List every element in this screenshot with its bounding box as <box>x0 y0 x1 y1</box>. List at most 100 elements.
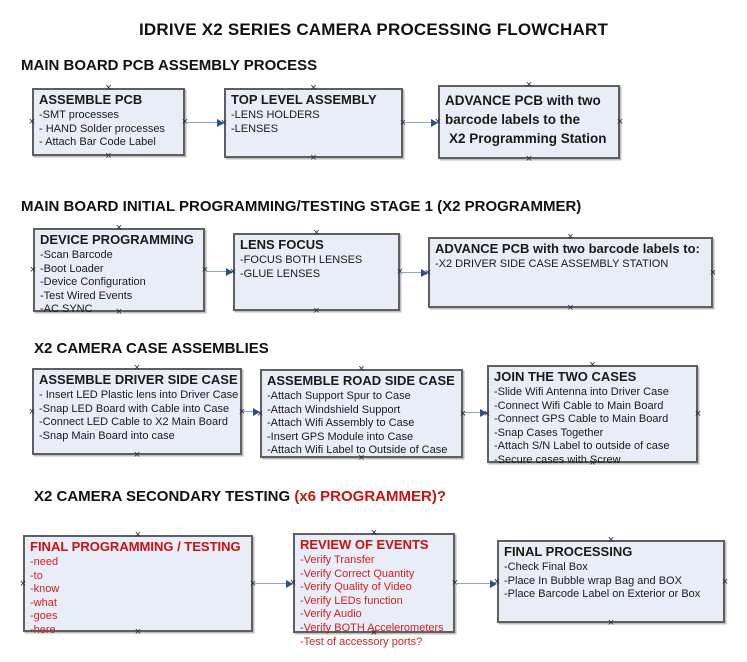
flow-box-review-of-events: REVIEW OF EVENTS -Verify Transfer-Verify… <box>293 533 455 648</box>
connection-point-top <box>134 531 142 539</box>
box-item: -Attach Windshield Support <box>267 403 401 416</box>
box-item: -Attach Support Spur to Case <box>267 390 411 402</box>
box-item: -Secure cases with Screw <box>494 453 621 466</box>
connection-point-bottom <box>313 307 321 315</box>
box-item: -Attach S/N Label to outside of case <box>494 440 670 453</box>
box-item: -Place In Bubble wrap Bag and BOX <box>504 574 682 587</box>
flow-arrow <box>463 408 487 417</box>
section-header-initial-programming-testing: MAIN BOARD INITIAL PROGRAMMING/TESTING S… <box>21 198 582 215</box>
box-item-list: - Insert LED Plastic lens into Driver Ca… <box>39 389 238 443</box>
connection-point-right <box>721 578 729 586</box>
section-header-black-part: X2 CAMERA SECONDARY TESTING <box>34 488 295 505</box>
box-item: -Connect LED Cable to X2 Main Board <box>39 416 228 429</box>
connection-point-top <box>589 361 597 369</box>
box-item-list: -Check Final Box-Place In Bubble wrap Ba… <box>504 561 719 602</box>
box-item-list: -Attach Support Spur to Case-Attach Wind… <box>267 390 457 458</box>
box-item: -Verify Audio <box>300 608 362 621</box>
connection-point-top <box>105 84 113 92</box>
box-item: -Verify Transfer <box>300 554 375 566</box>
flow-arrow <box>455 579 497 588</box>
box-item: -Snap LED Board with Cable into Case <box>39 402 230 415</box>
box-title: LENS FOCUS <box>240 237 324 252</box>
flow-box-assemble-road-side-case: ASSEMBLE ROAD SIDE CASE -Attach Support … <box>260 369 463 458</box>
connection-point-bottom <box>310 154 318 162</box>
box-title: JOIN THE TWO CASES <box>494 369 637 384</box>
connection-point-top <box>607 536 615 544</box>
box-title: REVIEW OF EVENTS <box>300 537 429 552</box>
flow-box-assemble-driver-side-case: ASSEMBLE DRIVER SIDE CASE - Insert LED P… <box>32 368 242 455</box>
connection-point-bottom <box>133 451 141 459</box>
box-item: -Connect Wifi Cable to Main Board <box>494 399 664 412</box>
connection-point-right <box>616 118 624 126</box>
box-item: -Boot Loader <box>40 262 104 275</box>
box-item: -Check Final Box <box>504 561 588 573</box>
box-item-list: -Slide Wifi Antenna into Driver Case-Con… <box>494 386 692 468</box>
flow-box-assemble-pcb: ASSEMBLE PCB -SMT processes- HAND Solder… <box>32 88 185 156</box>
connection-point-top <box>525 81 533 89</box>
flow-arrow <box>400 268 428 277</box>
section-header-red-part: (x6 PROGRAMMER)? <box>294 488 446 505</box>
box-item: -here <box>30 623 56 636</box>
connection-point-top <box>115 224 123 232</box>
box-item: -Snap Cases Together <box>494 426 604 439</box>
box-item: -FOCUS BOTH LENSES <box>240 254 363 266</box>
connection-point-bottom <box>105 152 113 160</box>
box-item: -Insert GPS Module into Case <box>267 430 414 443</box>
connection-point-left <box>19 580 27 588</box>
flow-box-final-processing: FINAL PROCESSING -Check Final Box-Place … <box>497 540 725 623</box>
section-header-main-board-pcb-assembly: MAIN BOARD PCB ASSEMBLY PROCESS <box>21 57 318 74</box>
box-item: -goes <box>30 610 58 623</box>
box-item: -Verify Quality of Video <box>300 581 412 594</box>
flow-box-top-level-assembly: TOP LEVEL ASSEMBLY -LENS HOLDERS-LENSES <box>224 88 403 158</box>
connection-point-left <box>29 266 37 274</box>
connection-point-top <box>310 84 318 92</box>
flow-box-advance-pcb-programming-station: ADVANCE PCB with two barcode labels to t… <box>438 85 620 159</box>
box-item: -know <box>30 583 60 596</box>
flow-box-join-the-two-cases: JOIN THE TWO CASES -Slide Wifi Antenna i… <box>487 365 698 466</box>
box-title: ASSEMBLE ROAD SIDE CASE <box>267 373 455 388</box>
box-item: -LENS HOLDERS <box>231 109 320 121</box>
flow-box-final-programming-testing: FINAL PROGRAMMING / TESTING -need-to-kno… <box>23 535 253 636</box>
flow-box-device-programming: DEVICE PROGRAMMING -Scan Barcode-Boot Lo… <box>33 228 205 315</box>
box-title: ADVANCE PCB with two barcode labels to: <box>435 241 700 256</box>
box-item: -LENSES <box>231 122 279 135</box>
box-item: -SMT processes <box>39 109 119 121</box>
connection-point-top <box>358 365 366 373</box>
flow-arrow <box>253 579 293 588</box>
box-item: -Place Barcode Label on Exterior or Box <box>504 588 701 601</box>
box-item: - HAND Solder processes <box>39 122 165 135</box>
page-title: IDRIVE X2 SERIES CAMERA PROCESSING FLOWC… <box>138 20 609 39</box>
box-title: FINAL PROCESSING <box>504 544 633 559</box>
box-item: -Attach Wifi Assembly to Case <box>267 417 415 430</box>
box-item: -what <box>30 596 57 609</box>
flow-box-lens-focus: LENS FOCUS -FOCUS BOTH LENSES-GLUE LENSE… <box>233 233 400 311</box>
flow-arrow <box>185 118 224 127</box>
connection-point-top <box>133 364 141 372</box>
box-item-list: -SMT processes- HAND Solder processes- A… <box>39 109 179 150</box>
connection-point-bottom <box>525 155 533 163</box>
box-item-list: -need-to-know-what-goes-here <box>30 556 247 638</box>
box-item: - Attach Bar Code Label <box>39 136 156 149</box>
connection-point-bottom <box>567 304 575 312</box>
box-item: -to <box>30 569 43 582</box>
box-item: -need <box>30 556 59 568</box>
flow-arrow <box>205 267 233 276</box>
box-item: -Verify Correct Quantity <box>300 567 415 580</box>
box-title-line: X2 Programming Station <box>449 131 607 146</box>
connection-point-left <box>28 408 36 416</box>
box-item-list: -FOCUS BOTH LENSES-GLUE LENSES <box>240 254 394 281</box>
flow-arrow <box>242 407 260 416</box>
connection-point-left <box>28 118 36 126</box>
box-item-list: -LENS HOLDERS-LENSES <box>231 109 397 136</box>
connection-point-bottom <box>607 619 615 627</box>
box-item: -Slide Wifi Antenna into Driver Case <box>494 386 669 398</box>
box-item: -Device Configuration <box>40 276 146 289</box>
connection-point-right <box>709 269 717 277</box>
box-title-line: barcode labels to the <box>445 112 581 127</box>
box-item: -Verify LEDs function <box>300 594 403 607</box>
box-item-list: -X2 DRIVER SIDE CASE ASSEMBLY STATION <box>435 258 707 272</box>
box-title: TOP LEVEL ASSEMBLY <box>231 92 377 107</box>
box-title: ASSEMBLE DRIVER SIDE CASE <box>39 372 238 387</box>
box-item-list: -Verify Transfer-Verify Correct Quantity… <box>300 554 449 649</box>
